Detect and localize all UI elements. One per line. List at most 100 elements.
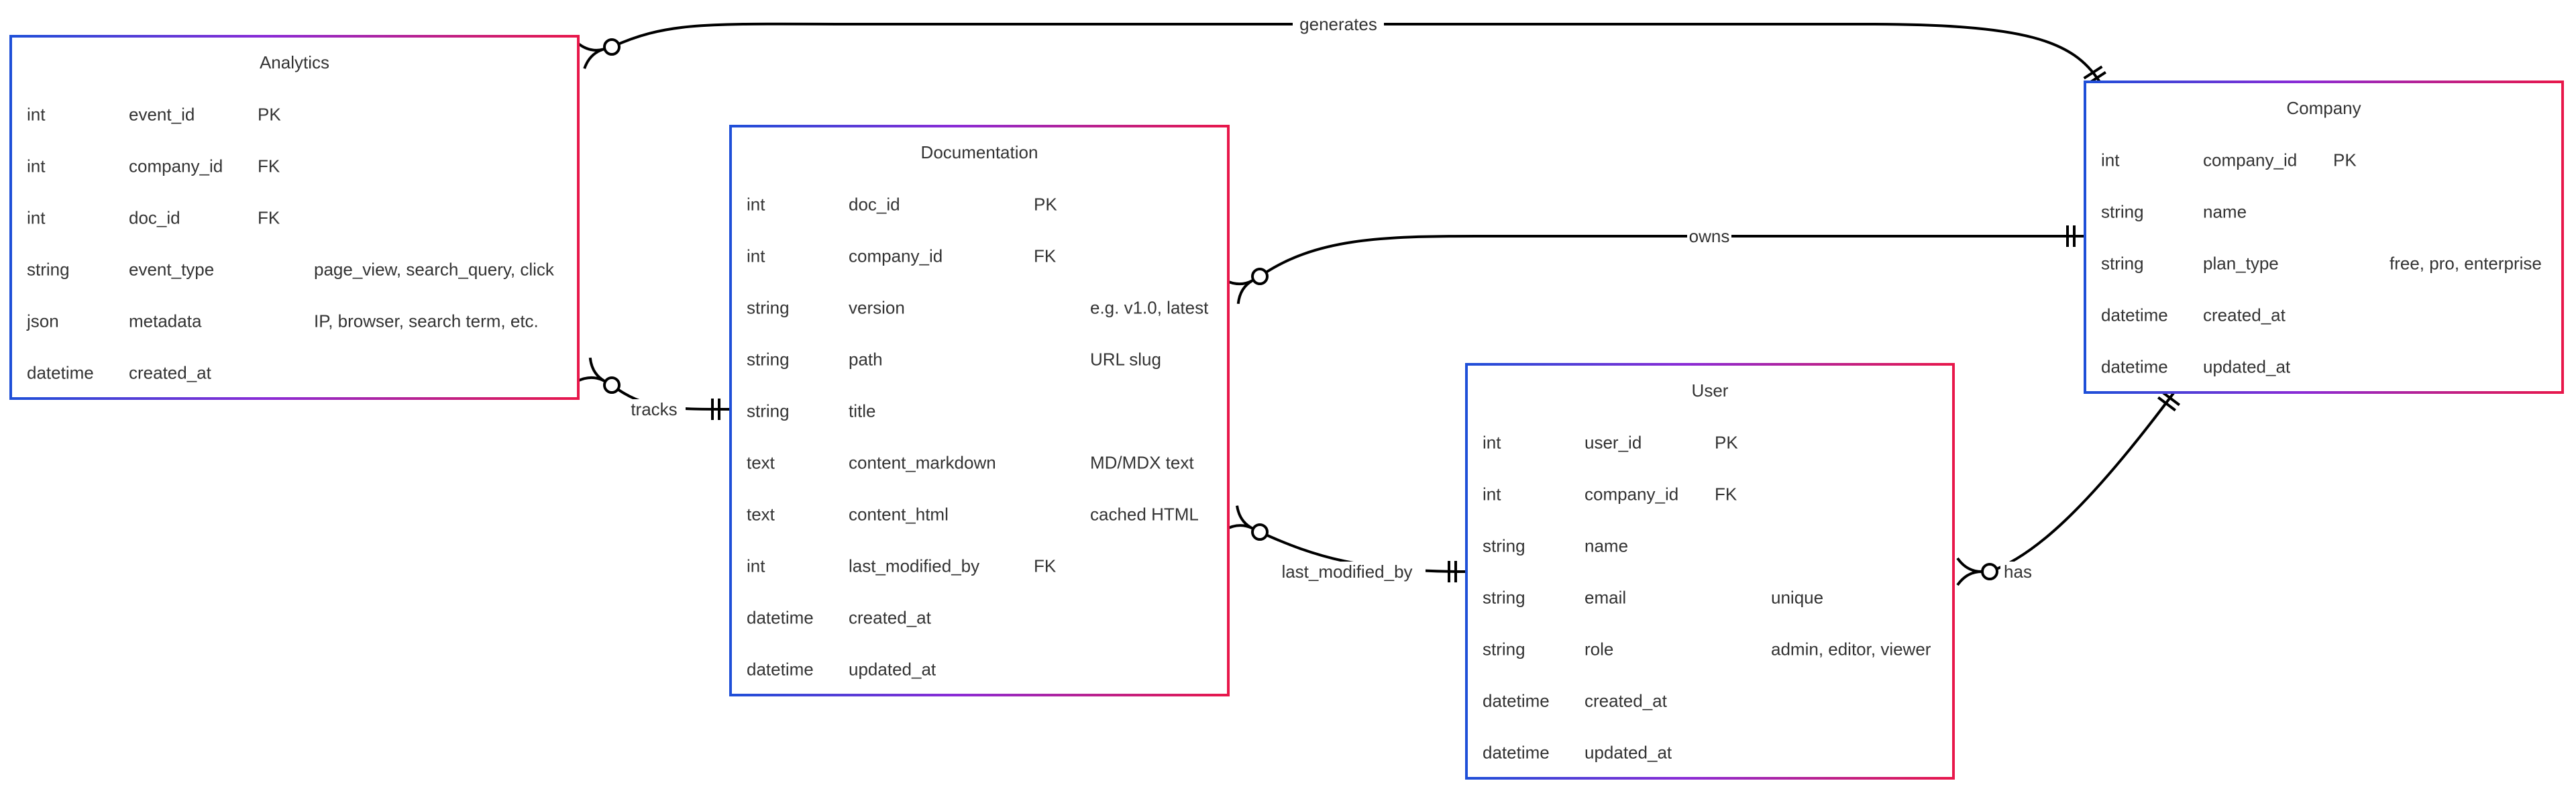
relationship-has[interactable]: has <box>1956 390 2181 586</box>
attribute-name: company_id <box>849 246 943 266</box>
attribute-name: company_id <box>129 156 223 176</box>
attribute-row[interactable]: int doc_id PK <box>747 178 1075 230</box>
attribute-type: int <box>747 195 765 215</box>
attribute-note: e.g. v1.0, latest <box>1090 298 1209 318</box>
attribute-row[interactable]: string path URL slug <box>747 333 1161 385</box>
attribute-name: path <box>849 350 883 370</box>
attribute-row[interactable]: string name <box>2101 186 2375 238</box>
attribute-name: role <box>1585 639 1613 660</box>
relationship-tracks[interactable]: tracks <box>576 357 731 420</box>
relationship-generates[interactable]: generates <box>576 14 2106 85</box>
relationship-label: has <box>2004 562 2032 582</box>
relationship-line <box>1259 531 1467 573</box>
crow-foot-marker <box>576 357 606 382</box>
attribute-type: int <box>747 556 765 576</box>
attribute-name: metadata <box>129 311 202 331</box>
attribute-type: int <box>1483 484 1501 505</box>
attribute-name: name <box>1585 536 1628 556</box>
zero-marker <box>1981 563 1998 580</box>
attribute-key: PK <box>1034 195 1057 215</box>
zero-marker <box>603 38 621 56</box>
attribute-note: admin, editor, viewer <box>1771 639 1931 660</box>
attribute-type: datetime <box>1483 691 1550 711</box>
attribute-type: datetime <box>747 660 814 680</box>
attribute-name: event_id <box>129 105 195 125</box>
attribute-row[interactable]: string version e.g. v1.0, latest <box>747 282 1209 333</box>
attribute-name: event_type <box>129 260 214 280</box>
attribute-name: doc_id <box>849 195 900 215</box>
one-marker <box>2157 396 2177 412</box>
attribute-name: version <box>849 298 905 318</box>
relationship-owns[interactable]: owns <box>1224 225 2085 305</box>
attribute-type: string <box>747 350 790 370</box>
attribute-name: content_markdown <box>849 453 996 473</box>
relationship-last_modified_by[interactable]: last_modified_by <box>1224 505 1467 582</box>
entity-title: Documentation <box>921 142 1038 162</box>
attribute-type: string <box>747 298 790 318</box>
attribute-row[interactable]: json metadata IP, browser, search term, et… <box>26 295 539 347</box>
attribute-type: text <box>747 453 775 473</box>
entity-title: Analytics <box>260 52 329 72</box>
attribute-type: string <box>27 260 70 280</box>
zero-marker <box>1251 268 1269 285</box>
attribute-name: name <box>2203 202 2247 222</box>
attribute-note: URL slug <box>1090 350 1161 370</box>
relationship-label: owns <box>1689 226 1730 246</box>
relationship-label-bg <box>1269 562 1426 582</box>
attribute-type: datetime <box>27 363 94 383</box>
relationship-label-bg <box>623 399 686 419</box>
attribute-name: content_html <box>849 505 949 525</box>
attribute-type: text <box>747 505 775 525</box>
attribute-type: json <box>26 311 59 331</box>
attribute-type: int <box>747 246 765 266</box>
attribute-name: plan_type <box>2203 254 2279 274</box>
attribute-row[interactable]: int last_modified_by FK <box>747 540 1075 592</box>
attribute-name: company_id <box>2203 150 2297 170</box>
relationship-label-bg <box>1687 226 1731 246</box>
attribute-type: string <box>2101 202 2144 222</box>
attribute-key: FK <box>1034 246 1057 266</box>
attribute-key: PK <box>1715 433 1738 453</box>
attribute-type: int <box>27 208 46 228</box>
entity-title: Company <box>2286 98 2361 118</box>
attribute-name: created_at <box>849 608 932 628</box>
attribute-name: user_id <box>1585 433 1642 453</box>
attribute-name: created_at <box>129 363 212 383</box>
attribute-note: IP, browser, search term, etc. <box>314 311 539 331</box>
attribute-key: FK <box>1034 556 1057 576</box>
attribute-name: title <box>849 401 875 421</box>
attribute-name: last_modified_by <box>849 556 979 576</box>
attribute-row[interactable]: datetime created_at <box>27 347 299 399</box>
attribute-type: int <box>2101 150 2120 170</box>
attribute-row[interactable]: int company_id FK <box>747 230 1075 282</box>
relationship-line <box>1258 235 2085 278</box>
relationship-label-bg <box>1293 14 1384 34</box>
attribute-type: string <box>2101 254 2144 274</box>
